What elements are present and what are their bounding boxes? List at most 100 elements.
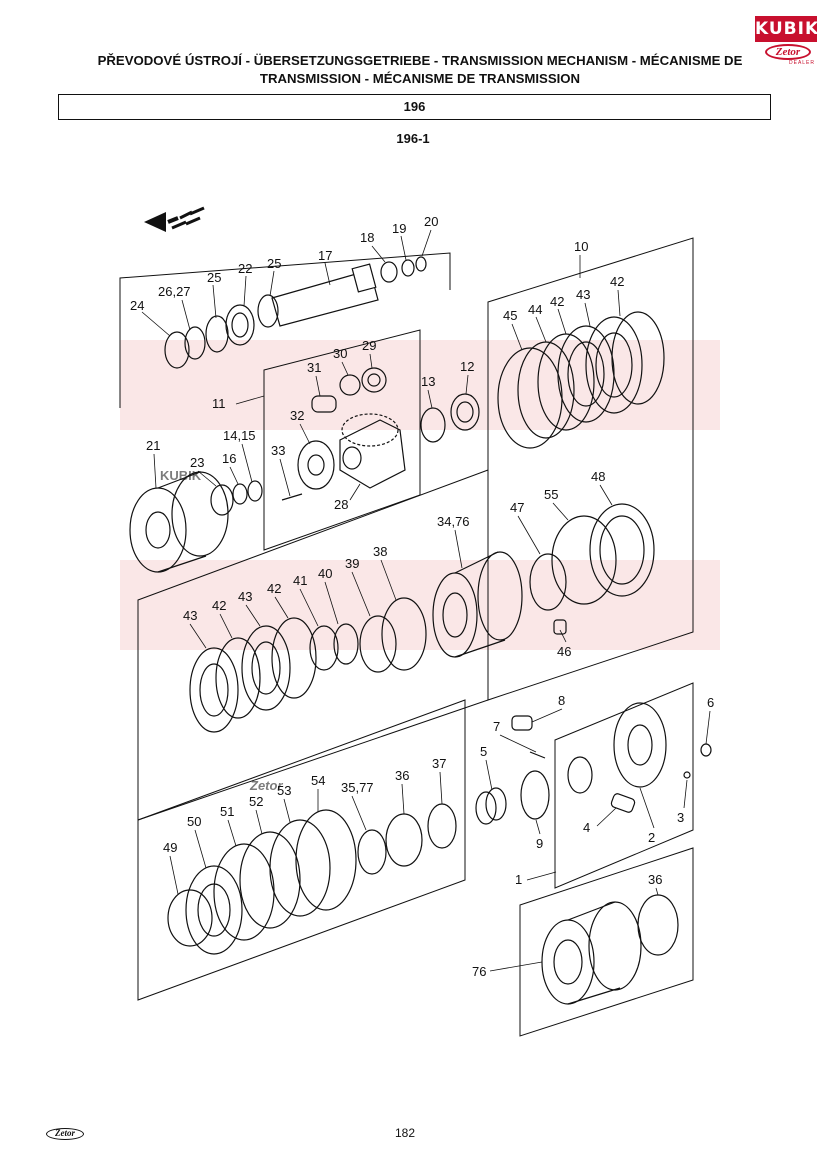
callout-46: 46 [557, 644, 571, 659]
callout-42-top-right: 42 [610, 274, 624, 289]
carrier-28 [339, 419, 406, 489]
callout-35-77: 35,77 [341, 780, 374, 795]
callout-25-b: 25 [267, 256, 281, 271]
plug-46 [553, 619, 567, 635]
callout-50: 50 [187, 814, 201, 829]
plate-42a [215, 637, 261, 719]
callout-42-top: 42 [550, 294, 564, 309]
callout-52: 52 [249, 794, 263, 809]
ring-20 [415, 256, 427, 272]
ring-41 [309, 625, 339, 671]
callout-76: 76 [472, 964, 486, 979]
callout-43-left: 43 [183, 608, 197, 623]
callout-51: 51 [220, 804, 234, 819]
callout-42-left: 42 [212, 598, 226, 613]
bearing-37 [427, 803, 457, 849]
ring-19 [401, 259, 415, 277]
callout-28: 28 [334, 497, 348, 512]
callout-34-76: 34,76 [437, 514, 470, 529]
callout-31: 31 [307, 360, 321, 375]
ring-54 [295, 809, 357, 911]
piston-48 [589, 503, 655, 597]
page-title: PŘEVODOVÉ ÚSTROJÍ - ÜBERSETZUNGSGETRIEBE… [60, 52, 780, 88]
drum-36-76-group [541, 894, 679, 1005]
callout-9: 9 [536, 836, 543, 851]
callout-32: 32 [290, 408, 304, 423]
callout-7: 7 [493, 719, 500, 734]
group-frames [119, 237, 694, 1037]
callout-22: 22 [238, 261, 252, 276]
bearing-22 [225, 304, 255, 346]
bearing-12 [450, 393, 480, 431]
ring-52 [239, 831, 301, 929]
shaft-assembly [164, 256, 427, 369]
callout-49: 49 [163, 840, 177, 855]
callout-3: 3 [677, 810, 684, 825]
clutch-pack-10 [497, 311, 665, 449]
figure-number: 196-1 [396, 131, 430, 146]
direction-arrow-icon [144, 206, 205, 232]
watermark-text-kubik: KUBIK [160, 468, 202, 483]
bolt-33 [281, 493, 303, 501]
plate-42b [271, 617, 317, 699]
valve-8 [511, 715, 533, 731]
callout-8: 8 [558, 693, 565, 708]
shaft-2 [567, 756, 593, 794]
callout-54: 54 [311, 773, 325, 788]
callout-37: 37 [432, 756, 446, 771]
bearing-18 [380, 261, 398, 283]
shim-26-27 [184, 326, 206, 360]
callout-11: 11 [212, 396, 226, 411]
ring-13 [420, 407, 446, 443]
callout-6: 6 [707, 695, 714, 710]
callout-42-mid: 42 [267, 581, 281, 596]
needle-bearing-30 [339, 374, 361, 396]
pin-4 [610, 793, 636, 813]
callout-2: 2 [648, 830, 655, 845]
ring-49 [167, 889, 213, 947]
sleeve-36b [637, 894, 679, 956]
spring-7 [529, 751, 546, 759]
kubik-zetor-logo: KUBIK Zetor DEALER [755, 14, 818, 68]
watermark-text-zetor: Zetor [249, 778, 283, 793]
kubik-wordmark: KUBIK [755, 16, 818, 42]
ring-55 [551, 515, 617, 605]
title-line-2: TRANSMISSION - MÉCANISME DE TRANSMISSION [259, 71, 581, 86]
callout-18: 18 [360, 230, 374, 245]
ring-25b [257, 294, 279, 328]
callout-39: 39 [345, 556, 359, 571]
circlip-24 [164, 331, 190, 369]
callout-14-15: 14,15 [223, 428, 256, 443]
callout-36-bottom: 36 [648, 872, 662, 887]
washer-32 [297, 440, 335, 490]
drum-21 [129, 487, 187, 573]
group-number-box: 196 [58, 94, 771, 120]
leader-lines [141, 229, 711, 972]
callout-30: 30 [333, 346, 347, 361]
callout-24: 24 [130, 298, 144, 313]
callout-53: 53 [277, 783, 291, 798]
callout-25: 25 [207, 270, 221, 285]
callout-17: 17 [318, 248, 332, 263]
clutch-drum-34-76 [189, 551, 523, 733]
piston-assembly [529, 503, 655, 635]
shaft-17 [271, 269, 379, 327]
callout-43-top: 43 [576, 287, 590, 302]
callout-16: 16 [222, 451, 236, 466]
callout-48: 48 [591, 469, 605, 484]
bottom-clutch-group [167, 803, 457, 955]
support-assembly-1 [475, 702, 712, 825]
disc-43b [241, 625, 291, 711]
callout-44: 44 [528, 302, 542, 317]
callout-labels: 24 26,27 25 22 25 17 18 19 20 10 42 43 4… [130, 214, 714, 979]
pin-31 [311, 395, 337, 413]
ring-5a [475, 791, 497, 825]
callout-36: 36 [395, 768, 409, 783]
callout-19: 19 [392, 221, 406, 236]
ring-14-15 [247, 480, 263, 502]
drum-21-assembly [129, 393, 480, 573]
callout-21: 21 [146, 438, 160, 453]
group-number: 196 [403, 99, 426, 114]
ring-47 [529, 553, 567, 611]
